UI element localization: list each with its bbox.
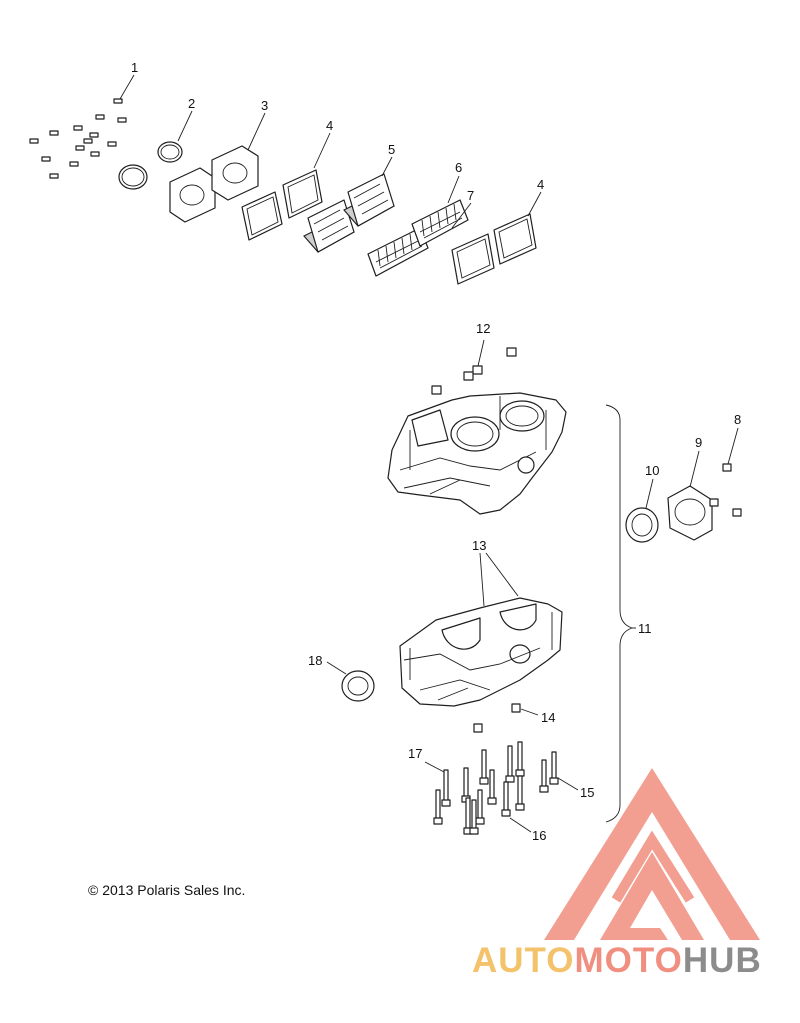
callout-8: 8 xyxy=(734,412,741,427)
lower-crankcase xyxy=(399,552,563,707)
gaskets-4-right xyxy=(451,191,542,285)
dowels-14 xyxy=(473,703,539,733)
bolt-set-1 xyxy=(29,74,135,179)
gaskets-4-left xyxy=(241,132,331,241)
callout-1: 1 xyxy=(131,60,138,75)
seal-10 xyxy=(625,478,659,543)
seal-18 xyxy=(326,661,375,702)
callout-2: 2 xyxy=(188,96,195,111)
callout-6: 6 xyxy=(455,160,462,175)
watermark-hub: HUB xyxy=(683,941,762,980)
hose-clamps-2 xyxy=(118,110,193,190)
callout-13: 13 xyxy=(472,538,486,553)
callout-15: 15 xyxy=(580,785,594,800)
callout-11: 11 xyxy=(638,621,652,636)
callout-18: 18 xyxy=(308,653,322,668)
screws-8 xyxy=(709,427,742,517)
callout-5: 5 xyxy=(388,142,395,157)
callout-10: 10 xyxy=(645,463,659,478)
watermark-moto: MOTO xyxy=(575,941,683,980)
watermark-triangle-logo xyxy=(544,768,760,940)
callout-17: 17 xyxy=(408,746,422,761)
callout-3: 3 xyxy=(261,98,268,113)
intake-adapters-3 xyxy=(169,112,266,223)
callout-16: 16 xyxy=(532,828,546,843)
reed-valves-5 xyxy=(303,156,395,253)
callout-12: 12 xyxy=(476,321,490,336)
watermark-auto: AUTO xyxy=(472,941,575,980)
upper-crankcase xyxy=(387,392,567,515)
crankcase-bolts xyxy=(424,741,579,835)
watermark-wordmark: AUTOMOTOHUB xyxy=(472,941,762,980)
callout-9: 9 xyxy=(695,435,702,450)
callout-14: 14 xyxy=(541,710,555,725)
callout-labels: 1 2 3 4 5 6 7 4 12 8 9 10 11 13 18 14 17… xyxy=(131,60,741,843)
end-cover-9 xyxy=(667,450,713,541)
group-bracket-11 xyxy=(605,404,636,823)
dowels-12 xyxy=(431,339,517,395)
automotohub-watermark: AUTOMOTOHUB xyxy=(472,768,762,980)
callout-4b: 4 xyxy=(537,177,544,192)
copyright-notice: © 2013 Polaris Sales Inc. xyxy=(88,882,245,898)
callout-4a: 4 xyxy=(326,118,333,133)
reed-cages-6-7 xyxy=(367,175,472,277)
callout-7: 7 xyxy=(467,188,474,203)
